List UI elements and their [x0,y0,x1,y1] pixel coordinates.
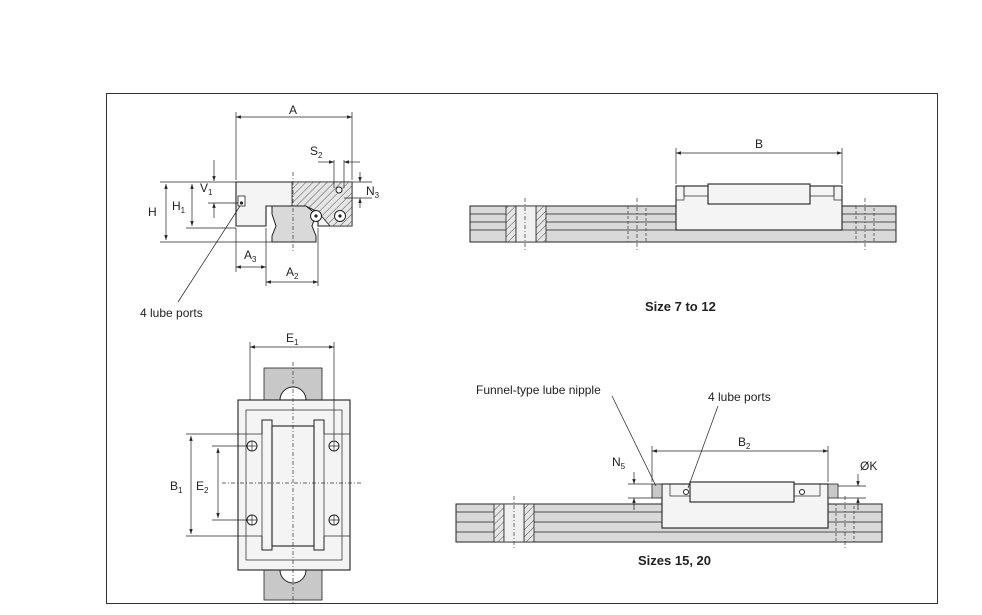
dimension-B1-E2: B1 E2 [170,433,248,537]
dimension-S2: S2 [310,144,360,188]
dimension-N3: N3 [344,172,380,208]
leader-funnel [611,395,657,487]
cross-section-view [235,172,353,252]
label-A2: A2 [286,265,299,281]
drawing-frame [106,93,938,604]
side-view-size-7-12 [469,183,897,250]
label-S2: S2 [310,144,323,160]
label-lube-ports-right: 4 lube ports [708,390,771,404]
label-A3: A3 [244,248,257,264]
dimension-H-group: H H1 V1 [148,160,272,243]
label-E1: E1 [286,331,299,347]
leader-lube-ports-right [687,405,719,489]
label-lube-ports-left: 4 lube ports [140,306,203,320]
dimension-A3-A2: A3 A2 [235,228,319,286]
screw-holes [246,440,340,526]
label-B2: B2 [738,435,751,451]
label-H: H [148,205,157,219]
label-funnel-lube-nipple: Funnel-type lube nipple [476,383,601,397]
dimension-N5: N5 [612,455,652,510]
label-E2: E2 [196,479,209,495]
side-view-sizes-15-20 [455,481,883,550]
top-view [222,362,362,604]
label-N3: N3 [366,184,380,200]
dimension-E1: E1 [249,331,335,440]
label-B: B [755,137,763,151]
dimension-B2: B2 [651,435,829,482]
label-H1: H1 [172,199,186,215]
label-B1: B1 [170,479,183,495]
dimension-A: A [235,103,353,180]
label-V1: V1 [200,181,213,197]
dimension-B: B [675,137,843,184]
label-N5: N5 [612,455,626,471]
label-K: ØK [860,459,877,473]
caption-sizes-15-20: Sizes 15, 20 [638,553,711,568]
label-A: A [289,103,297,117]
dimension-K: ØK [838,459,877,510]
leader-lube-ports-left [177,205,241,303]
caption-size-7-12: Size 7 to 12 [645,299,716,314]
